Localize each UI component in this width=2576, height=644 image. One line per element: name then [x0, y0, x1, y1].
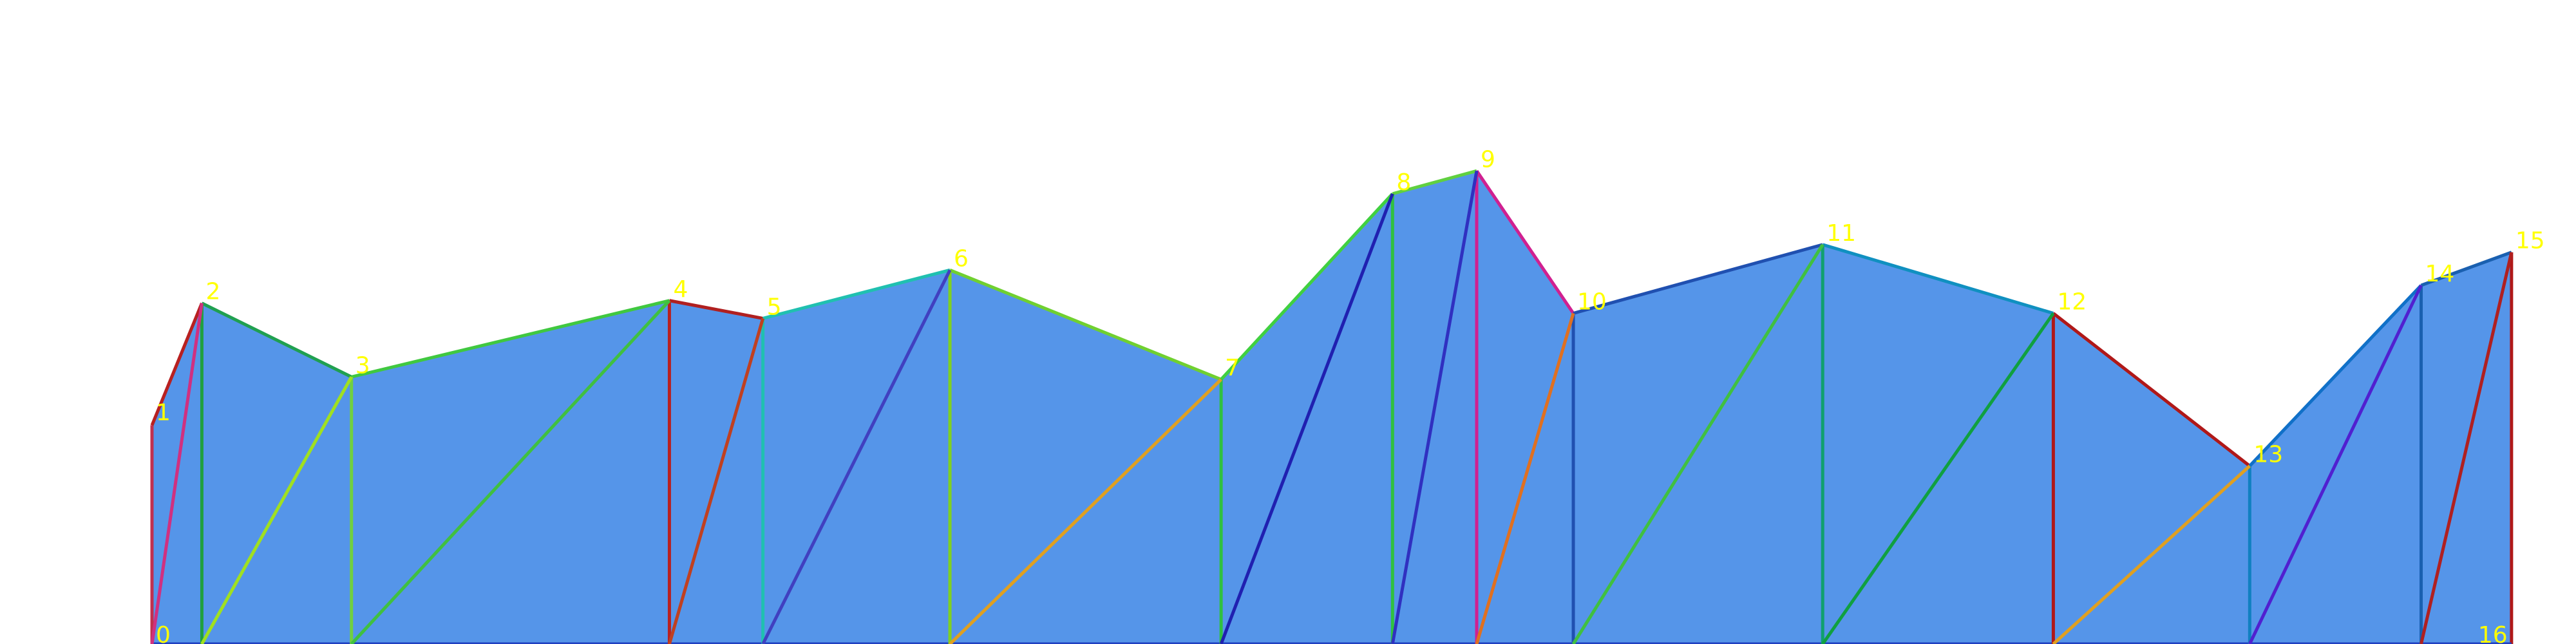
diagonal-edge	[200, 376, 353, 644]
diagonal-edge	[2248, 284, 2423, 644]
boundary-edge	[1573, 243, 1823, 315]
boundary-edge	[1475, 169, 1575, 314]
boundary-edge	[949, 269, 1222, 381]
vertex-label: 8	[1396, 169, 1411, 196]
vertex-label: 3	[355, 352, 370, 379]
diagonal-edge	[1571, 243, 1824, 644]
vertex-label: 4	[673, 276, 688, 303]
boundary-edge	[201, 301, 352, 379]
boundary-edge	[2248, 284, 2423, 468]
vertex-label: 0	[156, 622, 171, 644]
vertex-label: 1	[156, 399, 171, 426]
vertex-label: 13	[2253, 442, 2283, 468]
vertex-label: 2	[205, 279, 220, 305]
boundary-edge	[2420, 251, 2512, 287]
boundary-edge	[668, 299, 764, 320]
vertex-label: 9	[1481, 146, 1495, 173]
diagonal-edge	[668, 317, 765, 644]
diagonal-edge	[949, 378, 1222, 644]
diagonal-edge	[1821, 312, 2055, 644]
vertex-label: 5	[767, 294, 782, 320]
diagonal-edge	[1219, 193, 1394, 644]
diagonal-edge	[150, 303, 204, 644]
polygon-fill	[152, 171, 2512, 644]
edge-layer	[150, 169, 2514, 644]
vertex-label: 16	[2478, 622, 2508, 644]
diagonal-edge	[761, 269, 952, 644]
boundary-edge	[1220, 193, 1394, 381]
vertex-label: 7	[1225, 355, 1240, 381]
diagonal-edge	[2420, 252, 2514, 644]
boundary-edge	[1822, 243, 2054, 315]
diagonal-edge	[1475, 312, 1575, 644]
vertex-label: 6	[954, 245, 969, 272]
boundary-edge	[150, 302, 204, 426]
diagonal-edge	[350, 299, 671, 644]
vertex-label: 15	[2515, 228, 2545, 254]
vertex-label: 11	[1826, 220, 1856, 247]
vertex-label: 14	[2425, 261, 2455, 287]
boundary-edge	[351, 299, 670, 379]
boundary-edge	[2052, 312, 2251, 468]
boundary-edge	[1392, 169, 1477, 196]
diagonal-edge	[1390, 170, 1479, 644]
vertex-label: 12	[2057, 289, 2087, 316]
boundary-edge	[762, 268, 951, 320]
vertex-label: 10	[1577, 289, 1607, 316]
diagonal-edge	[2052, 464, 2251, 644]
